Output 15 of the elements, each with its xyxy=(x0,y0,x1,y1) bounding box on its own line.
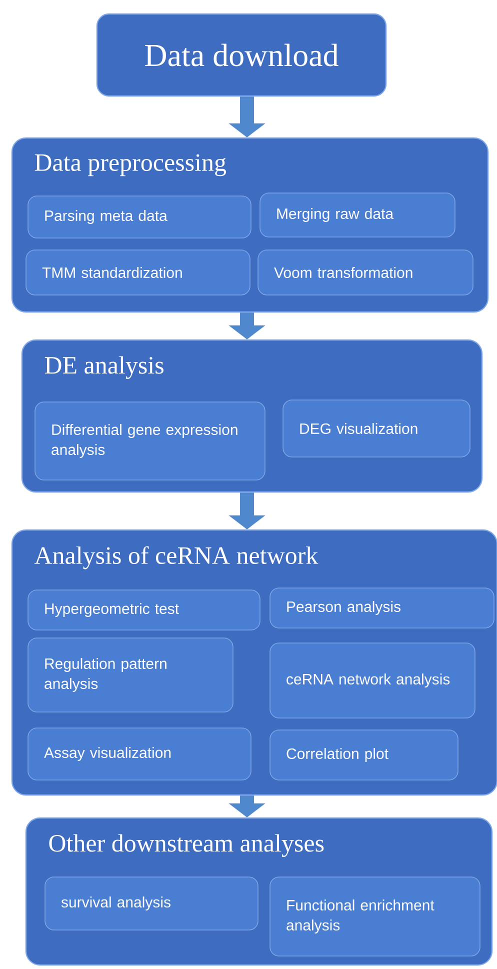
process-box: Pearson analysis xyxy=(270,588,494,628)
process-box: Voom transformation xyxy=(258,250,474,296)
process-box: Regulation pattern analysis xyxy=(28,638,234,712)
title-box: Data download xyxy=(96,13,387,97)
process-box: TMM standardization xyxy=(26,250,250,296)
process-box: survival analysis xyxy=(44,876,258,930)
process-box: Merging raw data xyxy=(260,192,456,238)
process-box: DEG visualization xyxy=(282,400,470,458)
process-box: Differential gene expression analysis xyxy=(34,402,266,480)
process-box: Correlation plot xyxy=(270,730,458,780)
process-box: Assay visualization xyxy=(28,728,252,780)
process-box: ceRNA network analysis xyxy=(270,642,476,718)
process-box: Functional enrichment analysis xyxy=(270,876,480,956)
process-box: Parsing meta data xyxy=(28,196,252,238)
process-box: Hypergeometric test xyxy=(28,590,260,630)
